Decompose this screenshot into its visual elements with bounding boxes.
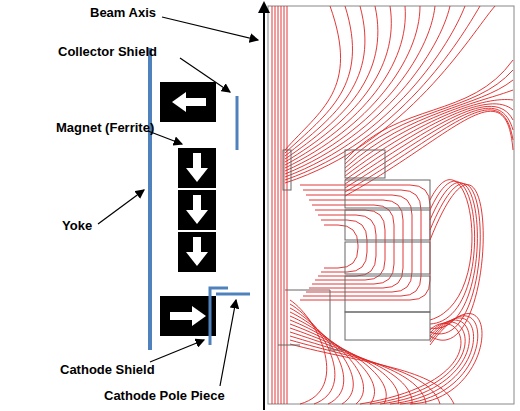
part-label: Beam Axis [90,5,156,20]
collector-shield [236,96,239,150]
magnet [178,232,216,272]
part-label: Magnet (Ferrite) [56,120,154,135]
magnet [178,148,216,188]
leader-lines [98,17,258,386]
cathode-shield [210,288,228,345]
plot-frame [268,6,514,404]
yoke [148,48,152,350]
magnet [160,82,216,122]
magnet [160,296,216,336]
beam-axis [263,8,265,410]
magnet [178,190,216,230]
part-label: Cathode Shield [60,362,155,377]
part-label: Yoke [62,218,92,233]
part-label: Cathode Pole Piece [104,388,225,403]
structure-outline [278,150,430,350]
field-lines [272,6,513,404]
axis-arrowhead [258,1,270,13]
cathode-pole-piece [216,293,250,296]
part-label: Collector Shield [58,44,157,59]
